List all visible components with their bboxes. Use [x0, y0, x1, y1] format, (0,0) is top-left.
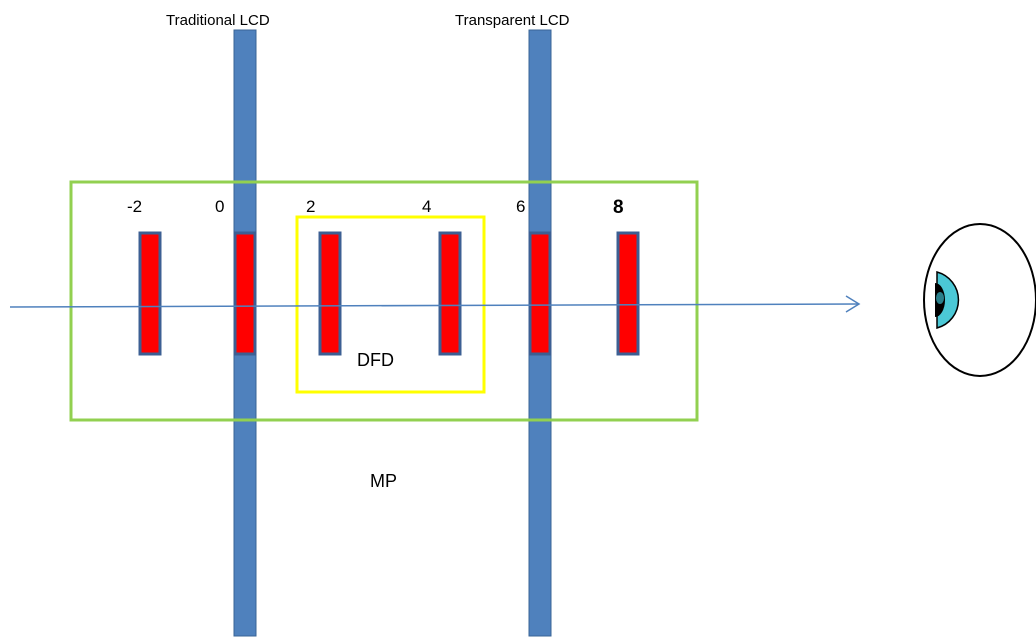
- depth-plane: [616, 231, 640, 356]
- depth-label: 4: [422, 197, 431, 216]
- line-of-sight: [9, 303, 859, 308]
- transparent-lcd-label: Transparent LCD: [455, 12, 570, 29]
- depth-label: 8: [613, 197, 624, 218]
- depth-plane: [138, 231, 162, 356]
- mp-label: MP: [370, 471, 397, 491]
- depth-plane: [438, 231, 462, 356]
- mp-box: [69, 180, 699, 422]
- traditional-lcd-label: Traditional LCD: [166, 12, 270, 29]
- eye-icon: [923, 223, 1036, 377]
- dfd-box: [295, 215, 486, 394]
- depth-plane: [318, 231, 342, 356]
- dfd-label: DFD: [357, 350, 394, 370]
- depth-label: -2: [127, 197, 142, 216]
- depth-plane: [233, 231, 257, 356]
- depth-label: 0: [215, 197, 224, 216]
- depth-label: 6: [516, 197, 525, 216]
- depth-label: 2: [306, 197, 315, 216]
- arrow-right-icon: [845, 295, 861, 313]
- depth-plane: [528, 231, 552, 356]
